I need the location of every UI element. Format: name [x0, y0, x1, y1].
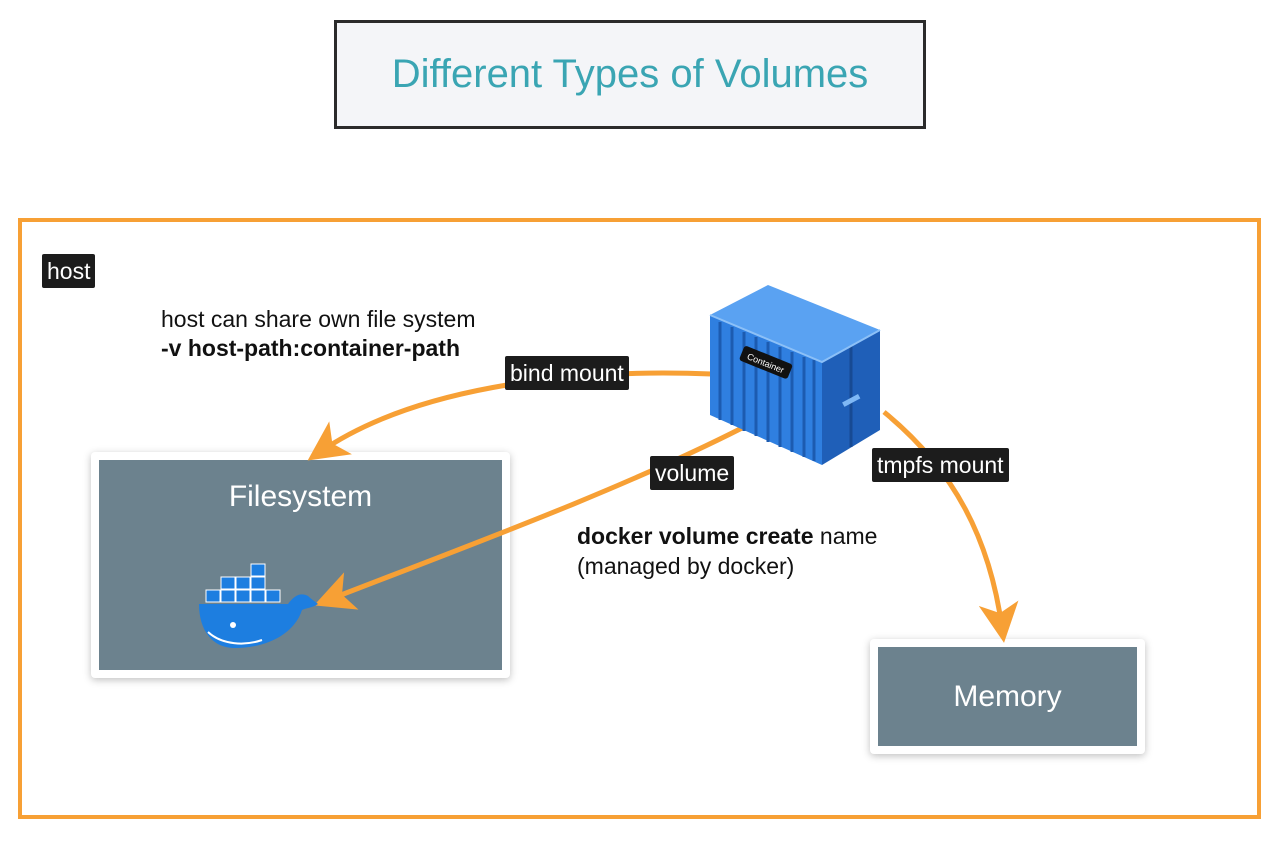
filesystem-panel: Filesystem — [99, 460, 502, 670]
bind-mount-label: bind mount — [505, 356, 629, 390]
volume-arrow — [314, 425, 744, 610]
volume-create-command-rest: name — [813, 523, 878, 549]
volume-create-command: docker volume create name — [577, 522, 877, 551]
memory-card: Memory — [870, 639, 1145, 754]
volume-create-command-bold: docker volume create — [577, 523, 814, 549]
filesystem-label: Filesystem — [228, 480, 373, 513]
host-label: host — [42, 254, 96, 288]
memory-panel: Memory — [878, 647, 1137, 746]
host-description: host can share own file system — [161, 306, 476, 332]
container-icon: Container — [709, 285, 881, 465]
tmpfs-mount-label: tmpfs mount — [872, 448, 1009, 482]
bind-mount-command: -v host-path:container-path — [161, 335, 460, 361]
tmpfs-mount-arrow — [882, 410, 1019, 643]
docker-whale-icon — [199, 563, 318, 648]
host-frame — [18, 218, 1261, 819]
filesystem-card: Filesystem — [91, 452, 510, 678]
memory-label: Memory — [953, 679, 1062, 713]
page-title: Different Types of Volumes — [334, 20, 926, 129]
bind-mount-arrow — [307, 370, 713, 461]
volume-managed-note: (managed by docker) — [577, 553, 795, 579]
volume-label: volume — [650, 456, 735, 490]
